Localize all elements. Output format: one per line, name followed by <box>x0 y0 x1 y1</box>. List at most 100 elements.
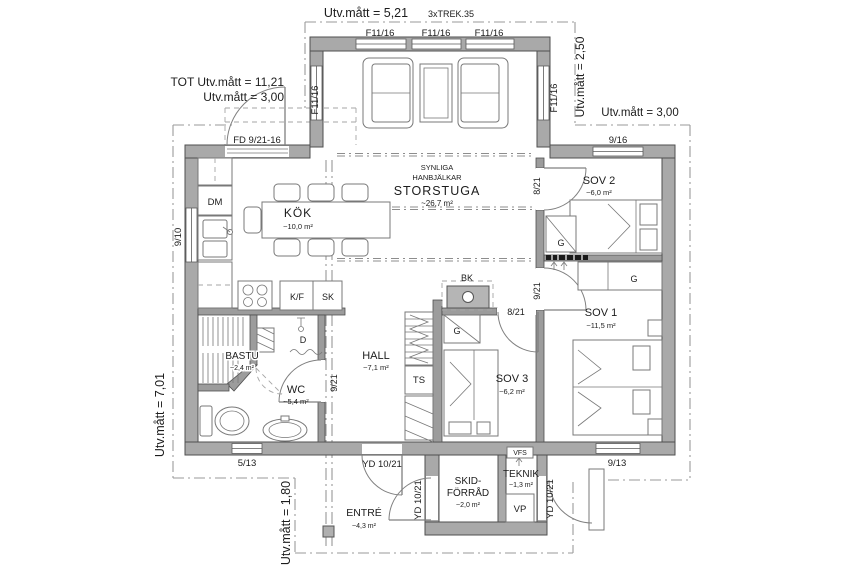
room-label-wc: WC <box>287 384 305 396</box>
stove <box>237 280 273 311</box>
wardrobe-label: G <box>630 274 637 284</box>
window-label-f11-16: F11/16 <box>366 28 395 39</box>
door-label-9-21: 9/21 <box>532 282 542 300</box>
stairs <box>404 311 434 366</box>
sauna-benches <box>202 317 244 383</box>
vfs-unit <box>506 446 534 466</box>
window-f11-16-right <box>537 65 550 121</box>
window-label-5-13: 5/13 <box>238 458 257 469</box>
room-label-skid-2: FÖRRÅD <box>447 486 489 499</box>
door-bastu-folding <box>255 367 283 395</box>
room-label-skid-1: SKID- <box>455 476 482 487</box>
door-label-yd: YD 10/21 <box>413 480 424 520</box>
window-f11-16-2 <box>411 38 462 50</box>
window-9-16 <box>592 146 644 157</box>
door-sov1 <box>536 267 587 311</box>
room-label-entre: ENTRÉ <box>346 506 382 519</box>
room-label-sov2: SOV 2 <box>583 175 615 187</box>
room-area-storstuga: ~26,7 m² <box>421 199 453 208</box>
fixture-label-vfs: VFS <box>513 450 527 457</box>
section-line <box>322 160 335 550</box>
window-5-13 <box>231 443 263 454</box>
window-label-f11-16: F11/16 <box>475 28 504 39</box>
door-label-yd: YD 10/21 <box>362 459 402 470</box>
dim-left-height: Utv.mått = 7,01 <box>153 373 167 457</box>
sliding-doors <box>546 255 588 270</box>
chair <box>307 183 335 202</box>
pillow <box>448 421 472 435</box>
room-area-wc: ~5,4 m² <box>283 397 309 406</box>
heat-pump <box>505 493 535 523</box>
window-f11-16-3 <box>465 38 515 50</box>
kitchen-counter <box>197 157 233 309</box>
fixture-label-shower: D <box>300 335 307 345</box>
pillow <box>632 389 651 415</box>
dim-top-width: Utv.mått = 5,21 <box>324 6 408 20</box>
room-label-sov1: SOV 1 <box>585 307 617 319</box>
dishwasher <box>197 185 233 216</box>
door-label-yd: YD 10/21 <box>545 479 556 519</box>
window-label-9-13: 9/13 <box>608 458 627 469</box>
chair <box>341 238 369 257</box>
window-label-f11-16: F11/16 <box>310 86 321 115</box>
dim-right-wing-height: Utv.mått = 2,50 <box>573 36 587 117</box>
section-marker <box>322 525 335 538</box>
fixture-label-bk: BK <box>461 273 473 283</box>
pillow <box>639 203 658 226</box>
window-label-9-16: 9/16 <box>609 135 628 146</box>
door-sov3 <box>497 308 539 353</box>
window-label-f11-16: F11/16 <box>549 84 560 113</box>
fixture-label-kf: K/F <box>290 292 305 302</box>
room-area-sov1: ~11,5 m² <box>586 321 616 330</box>
wardrobe-sov3 <box>443 314 481 344</box>
dim-right-wing-width: Utv.mått = 3,00 <box>601 107 678 119</box>
dim-total-width: TOT Utv.mått = 11,21 <box>171 75 285 89</box>
bed-sov3 <box>443 349 499 437</box>
entry-stoop-outline <box>224 107 357 145</box>
labels: Utv.mått = 5,21 3xTREK.35 F11/16 F11/16 … <box>153 6 679 565</box>
nightstand <box>647 319 663 337</box>
window-f11-16-left <box>310 65 323 121</box>
chair <box>273 183 301 202</box>
room-area-skid: ~2,0 m² <box>456 502 481 509</box>
eaves-outline <box>172 21 691 554</box>
chair <box>307 238 335 257</box>
sofa-right <box>457 57 509 129</box>
dining-table <box>243 183 391 257</box>
door-label-fd: FD 9/21-16 <box>233 135 281 146</box>
doors <box>225 86 605 531</box>
window-f11-16-1 <box>355 38 407 50</box>
sauna-heater <box>256 327 275 353</box>
entry-door-fd <box>225 86 289 157</box>
room-label-teknik: TEKNIK <box>503 469 539 480</box>
pillow <box>632 345 651 371</box>
room-area-teknik: ~1,3 m² <box>509 482 534 489</box>
room-area-kok: ~10,0 m² <box>283 222 313 231</box>
wardrobe-label: G <box>557 238 564 248</box>
room-label-bastu: BASTU <box>225 351 258 362</box>
fixture-label-dm: DM <box>208 197 223 208</box>
window-label-f11-16: F11/16 <box>422 28 451 39</box>
door-label-9-21: 9/21 <box>329 374 339 392</box>
ceiling-beams <box>337 153 534 262</box>
room-label-kok: KÖK <box>284 206 312 220</box>
windows <box>185 38 644 454</box>
window-9-10 <box>185 207 198 263</box>
room-label-hall: HALL <box>362 350 390 362</box>
toilet <box>199 405 250 437</box>
nightstand <box>647 418 663 436</box>
room-label-sov3: SOV 3 <box>496 373 528 385</box>
fixture-label-ts: TS <box>413 375 425 386</box>
wardrobe-label: G <box>453 326 460 336</box>
wardrobe-sov2 <box>545 215 577 253</box>
shower-symbol <box>289 317 323 355</box>
coffee-table <box>419 63 453 123</box>
door-label-8-21: 8/21 <box>532 177 542 195</box>
chair <box>243 206 262 234</box>
sofa-left <box>362 57 414 129</box>
storstuga-note-2: HANBJÄLKAR <box>412 173 462 182</box>
bed-sov2 <box>569 199 663 254</box>
pillow <box>639 228 658 251</box>
